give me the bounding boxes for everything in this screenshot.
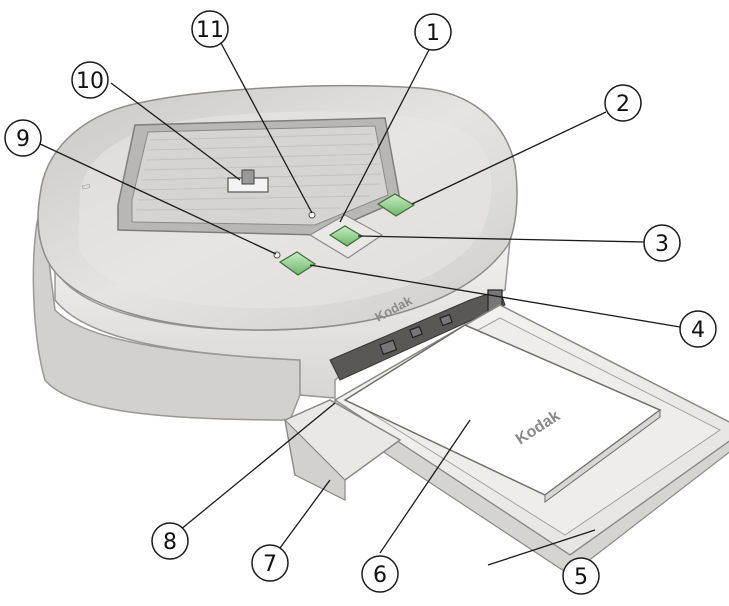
callout-10: 10 <box>71 61 109 99</box>
callout-7: 7 <box>251 544 289 582</box>
svg-text:1: 1 <box>426 21 440 46</box>
nav-pad[interactable] <box>308 214 384 259</box>
svg-text:6: 6 <box>373 563 387 588</box>
callout-1: 1 <box>414 13 452 51</box>
cancel-button[interactable] <box>376 193 416 217</box>
callout-9: 9 <box>4 119 42 157</box>
leader-lines <box>37 29 681 566</box>
side-icon: ▭ <box>81 180 92 192</box>
paper-stack: Kodak <box>343 324 662 503</box>
svg-text:10: 10 <box>76 69 104 94</box>
paper-slot <box>329 289 506 381</box>
callout-8: 8 <box>151 522 189 560</box>
callout-6: 6 <box>361 555 399 593</box>
svg-text:9: 9 <box>16 127 30 152</box>
svg-text:8: 8 <box>163 530 177 555</box>
svg-text:3: 3 <box>655 232 669 257</box>
callout-markers: 1 2 3 4 5 6 7 8 <box>4 10 717 595</box>
svg-text:4: 4 <box>691 318 705 343</box>
callout-3: 3 <box>643 224 681 262</box>
svg-text:7: 7 <box>263 552 277 577</box>
power-button[interactable] <box>278 251 317 276</box>
callout-4: 4 <box>679 310 717 348</box>
svg-text:2: 2 <box>616 92 630 117</box>
camera-dock <box>117 117 401 236</box>
callout-2: 2 <box>604 84 642 122</box>
callout-5: 5 <box>562 557 600 595</box>
svg-text:11: 11 <box>196 18 224 43</box>
callout-11: 11 <box>191 10 229 48</box>
svg-text:5: 5 <box>574 565 588 590</box>
